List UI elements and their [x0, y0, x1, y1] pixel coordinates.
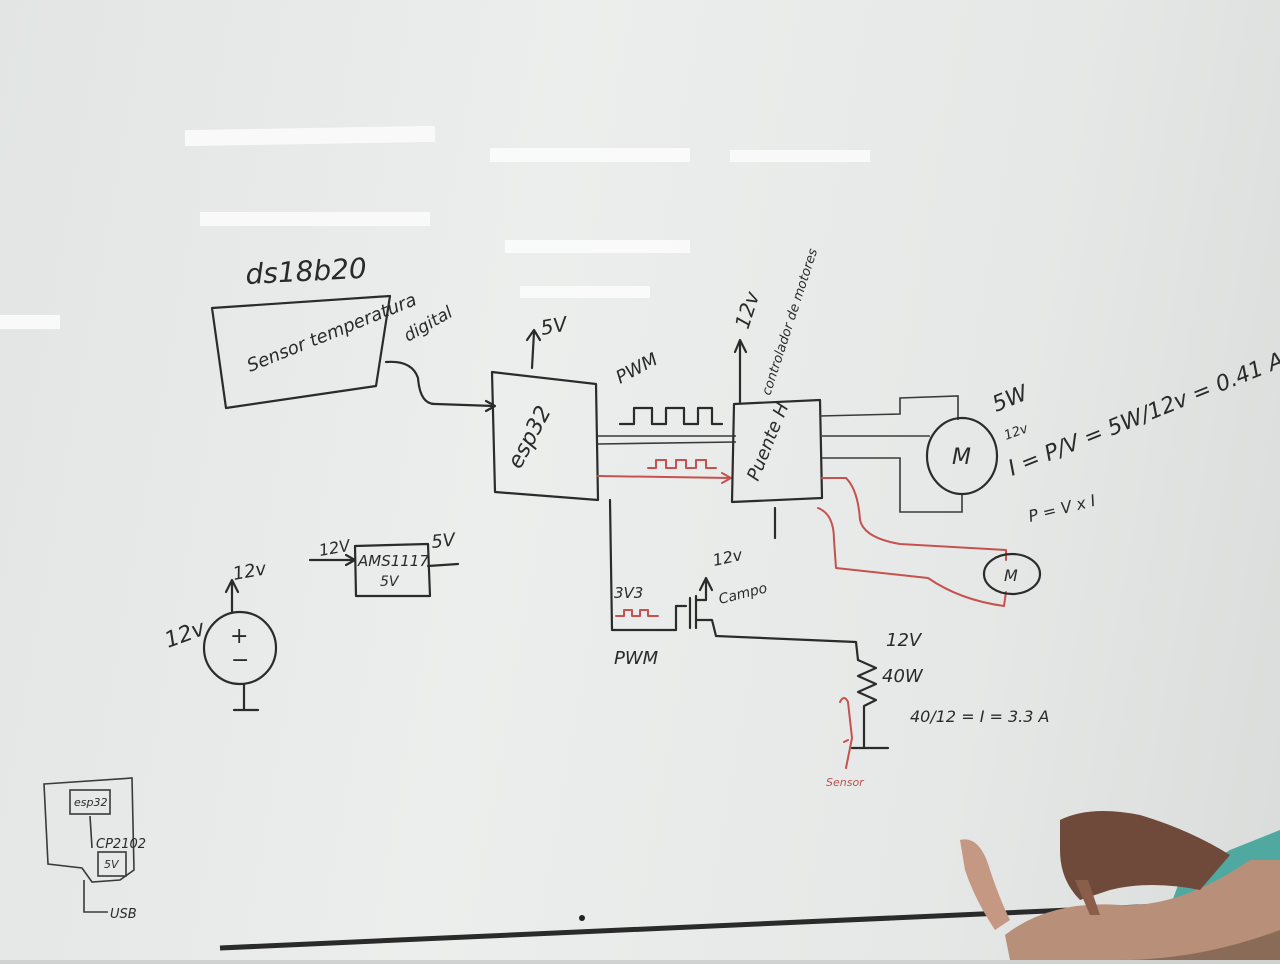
hands-photo — [960, 811, 1280, 960]
regulator-out-label: 5V — [430, 529, 458, 553]
pwm-bottom-label: PWM — [614, 648, 659, 669]
source-left-label: 12v — [162, 616, 210, 654]
sensor-block: ds18b20 Sensor temperatura — [210, 252, 420, 410]
regulator-out-inside: 5V — [380, 574, 400, 590]
heater-sensor-label: Sensor — [826, 776, 865, 789]
usb-mcu-label: esp32 — [74, 796, 107, 809]
motor-label: M — [952, 445, 971, 470]
source-minus: − — [231, 648, 249, 673]
gate-voltage-label: 3V3 — [614, 584, 643, 602]
digital-wire — [384, 360, 496, 408]
sensor-block-label: Sensor temperatura — [244, 289, 420, 376]
board-dot — [579, 915, 585, 921]
heater-power-label: 40W — [882, 666, 924, 687]
power-formula: P = V x I — [1026, 491, 1097, 526]
motor-small: M — [982, 552, 1042, 596]
esp32-block: esp32 5V — [490, 311, 600, 502]
svg-text:M: M — [1004, 566, 1018, 585]
regulator-block: AMS1117 5V 12V 5V — [308, 529, 460, 598]
motor-power-label: 5W — [989, 381, 1033, 418]
heater-resistor: 12V 40W 40/12 = I = 3.3 A Sensor — [826, 630, 1049, 789]
current-formula: I = P/V = 5W/12v = 0.41 A — [1005, 348, 1280, 482]
driver-supply-label: 12v — [730, 288, 765, 332]
source-plus: + — [230, 624, 248, 649]
usb-sketch: esp32 CP2102 5V USB — [43, 777, 146, 922]
heater-formula: 40/12 = I = 3.3 A — [910, 707, 1049, 726]
mcu-supply-label: 5V — [539, 311, 570, 339]
regulator-label: AMS1117 — [357, 552, 429, 570]
usb-reg-label: 5V — [104, 858, 120, 871]
h-bridge-block: Puente H 12v controlador de motores — [730, 247, 824, 540]
h-bridge-label: Puente H — [743, 399, 793, 483]
fet-note-label: Campo — [717, 580, 769, 607]
esp32-label: esp32 — [503, 402, 557, 473]
usb-port-label: USB — [110, 907, 137, 922]
pwm-top-label: PWM — [612, 349, 661, 389]
mosfet-circuit: 3V3 PWM 12v Campo — [608, 498, 860, 669]
fet-supply-label: 12v — [711, 545, 745, 570]
driver-note-label: controlador de motores — [760, 247, 822, 398]
source-top-label: 12v — [231, 558, 268, 585]
motor-voltage-label: 12v — [1002, 421, 1030, 443]
sensor-chip-label: ds18b20 — [245, 252, 368, 291]
light-reflections — [0, 125, 870, 329]
voltage-source: + − 12v 12v — [162, 558, 278, 712]
heater-voltage-label: 12V — [886, 630, 923, 651]
usb-chip-label: CP2102 — [96, 837, 146, 852]
